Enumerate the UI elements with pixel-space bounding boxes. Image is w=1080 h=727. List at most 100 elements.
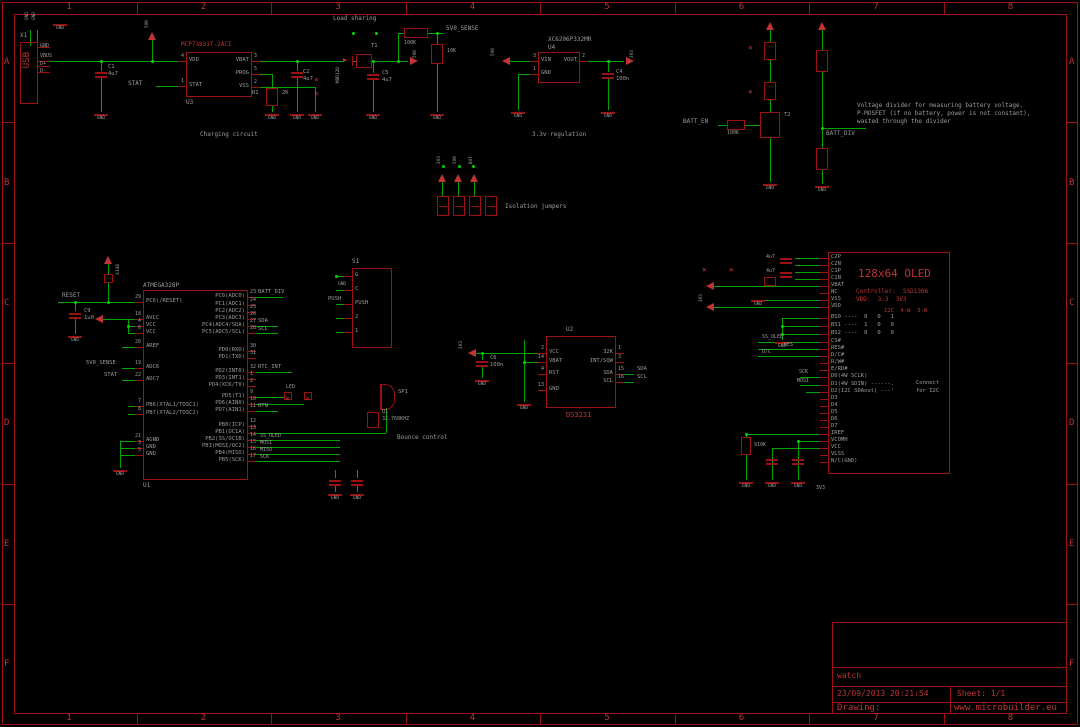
frame-row-tick: [2, 483, 14, 485]
drawing-label: Drawing:: [837, 703, 881, 713]
gnd-label: GND: [310, 116, 320, 121]
pin-number: 1: [250, 371, 254, 377]
pin-name: D4: [831, 402, 838, 408]
pin-stub: [252, 74, 260, 75]
frame-row-label: C: [1069, 298, 1075, 308]
net-wire: [822, 72, 823, 148]
component-body: [816, 50, 828, 72]
frame-col-label: 4: [469, 2, 476, 12]
gnd-symbol: [815, 186, 829, 188]
pin-stub: [248, 426, 256, 427]
frame-col-label: 8: [1007, 713, 1014, 723]
net-wire: [260, 61, 343, 62]
net-wire: [795, 265, 820, 266]
net-wire: [782, 326, 820, 327]
ic-oled-module: [828, 252, 950, 474]
pin-name: PB4(MISO): [215, 450, 245, 456]
net-arrow-up: [818, 22, 826, 30]
net-wire: [746, 434, 820, 435]
pin-stub: [616, 362, 624, 363]
schematic-text: STAT: [128, 80, 143, 87]
pin-name: RST: [549, 370, 559, 376]
net-arrow-left: [706, 303, 714, 311]
net-wire: [256, 433, 386, 434]
net-wire: [745, 125, 760, 126]
net-wire: [30, 30, 31, 46]
capacitor-plate: [329, 484, 341, 486]
pin-number: 8: [137, 406, 141, 412]
schematic-text: Bounce control: [397, 434, 448, 441]
gnd-label: GND: [741, 484, 751, 489]
frame-col-label: 4: [469, 713, 476, 723]
net-wire: [822, 170, 823, 184]
frame-col-tick: [136, 713, 138, 725]
frame-row-tick: [1066, 122, 1078, 124]
ic-u3-mcp73831: [186, 52, 252, 97]
symbol-line: [471, 206, 479, 207]
pin-stub: [248, 358, 256, 359]
net-arrow-up: [766, 22, 774, 30]
gnd-symbol: [308, 114, 322, 116]
capacitor-plate: [351, 480, 363, 482]
pin-stub: [820, 293, 828, 294]
ic-u1-atmega328p: [143, 290, 248, 480]
net-wire: [315, 87, 316, 112]
schematic-text: 3V3: [459, 341, 464, 350]
frame-col-label: 1: [66, 2, 72, 12]
net-wire: [353, 61, 356, 62]
capacitor-plate: [367, 78, 379, 80]
frame-row-tick: [1066, 604, 1078, 605]
pin-number: 12: [250, 418, 257, 424]
frame-col-tick: [271, 713, 272, 725]
net-wire: [524, 340, 525, 402]
pin-stub: [135, 302, 143, 303]
pin-number: 4: [180, 53, 184, 59]
schematic-text: SCL: [637, 374, 647, 380]
component-body: [404, 28, 428, 38]
frame-row-label: B: [4, 177, 10, 188]
pin-stub: [820, 448, 828, 449]
pin-number: 2: [254, 79, 258, 85]
net-wire: [156, 86, 178, 87]
pin-name: PUSH: [355, 300, 369, 306]
schematic-text: MBR120: [336, 67, 341, 84]
frame-col-tick: [943, 713, 945, 725]
net-wire: [770, 138, 771, 182]
net-wire: [336, 304, 344, 305]
net-wire: [608, 61, 609, 72]
pin-name: VCC: [146, 329, 156, 335]
frame-row-label: E: [1069, 538, 1075, 549]
gnd-symbol: [511, 112, 525, 114]
pin-name: VOUT: [563, 57, 577, 63]
pin-number: 11: [250, 403, 257, 409]
pin-stub: [538, 390, 546, 391]
net-wire: [101, 61, 102, 71]
pin-number: 16: [250, 446, 257, 452]
schematic-text: GND: [32, 12, 37, 21]
schematic-text: LED: [286, 384, 296, 390]
schematic-text: C9: [84, 308, 91, 314]
net-wire: [386, 408, 387, 433]
pin-stub: [530, 61, 538, 62]
capacitor-plate: [780, 272, 792, 274]
pin-stub: [135, 333, 143, 334]
schematic-text: 4u7: [303, 76, 313, 82]
schematic-text: Isolation jumpers: [505, 203, 567, 210]
schematic-text: U1: [143, 482, 151, 489]
net-wire: [507, 61, 530, 62]
pin-name: PC1(ADC1): [215, 301, 245, 307]
pin-stub: [820, 462, 828, 463]
pin-stub: [248, 397, 256, 398]
gnd-label: GND: [55, 26, 65, 31]
net-wire: [437, 64, 438, 112]
pin-stub: [135, 326, 143, 327]
net-wire: [712, 286, 820, 287]
pin-stub: [248, 351, 256, 352]
net-wire: [357, 470, 358, 478]
pin-name: D6: [831, 416, 838, 422]
net-wire: [75, 302, 76, 311]
pin-stub: [248, 333, 256, 334]
schematic-text: SCK: [260, 454, 270, 460]
pin-name: D3: [831, 395, 838, 401]
